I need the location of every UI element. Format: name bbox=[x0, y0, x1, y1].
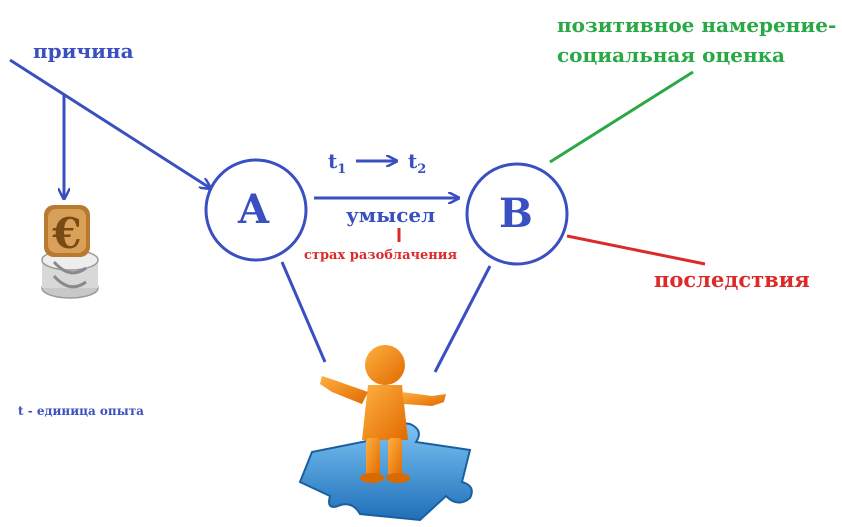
cause-arrow bbox=[9, 58, 210, 188]
time-t2-label: t2 bbox=[408, 150, 426, 177]
node-b-circle bbox=[465, 162, 569, 266]
positive-intent-line bbox=[549, 70, 694, 164]
consequences-line bbox=[566, 234, 706, 266]
svg-text:€: € bbox=[51, 209, 81, 258]
t2-letter: t bbox=[408, 149, 418, 173]
consequences-label: последствия bbox=[654, 267, 810, 292]
cause-label: причина bbox=[33, 39, 134, 63]
t1-letter: t bbox=[328, 149, 338, 173]
t2-subscript: 2 bbox=[417, 162, 427, 177]
node-b-label: B bbox=[499, 190, 533, 237]
time-t1-label: t1 bbox=[328, 150, 346, 177]
fear-label: страх разоблачения bbox=[304, 248, 458, 263]
intent-label: умысел bbox=[346, 203, 436, 227]
b-to-person-line bbox=[433, 265, 492, 373]
euro-coin-icon: € bbox=[41, 205, 99, 299]
puzzle-piece-icon bbox=[298, 422, 473, 522]
person-on-puzzle-icon bbox=[320, 345, 446, 483]
node-a-circle bbox=[204, 158, 308, 262]
a-to-person-line bbox=[280, 261, 327, 363]
node-a-label: A bbox=[238, 186, 270, 233]
positive-intent-label-line1: позитивное намерение- bbox=[557, 13, 837, 37]
positive-intent-label-line2: социальная оценка bbox=[557, 43, 785, 67]
legend-label: t - единица опыта bbox=[18, 404, 144, 418]
t1-subscript: 1 bbox=[337, 162, 347, 177]
